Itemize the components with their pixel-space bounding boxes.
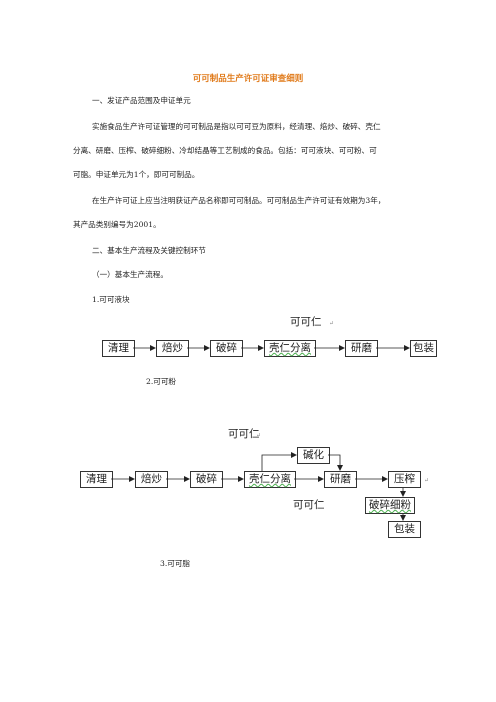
paragraph-1-line-2: 分离、研磨、压榨、破碎细粉、冷却结晶等工艺制成的食品。包括：可可液块、可可粉、可: [73, 146, 377, 155]
document-title: 可可制品生产许可证审查细则: [192, 74, 304, 84]
section-2-heading: 二、基本生产流程及关键控制环节: [92, 246, 206, 255]
flow2-step-grind: 研磨: [324, 471, 357, 488]
flow1-label-cocoa-nib: 可可仁: [290, 316, 322, 328]
flow2-step-alkalize: 碱化: [297, 447, 330, 464]
paragraph-mark-icon: ↵: [329, 320, 335, 327]
paragraph-1-line-1: 实施食品生产许可证管理的可可制品是指以可可豆为原料，经清理、焙炒、破碎、壳仁: [92, 122, 381, 131]
flow1-step-roast: 焙炒: [156, 340, 189, 357]
flow2-step-fine-grinding: 破碎细粉: [365, 497, 415, 514]
flow1-step-pack: 包装: [410, 340, 437, 357]
flow1-step-grind: 研磨: [345, 340, 378, 357]
flow2-label-cocoa-nib-top: 可可仁: [228, 428, 260, 440]
paragraph-1-line-3: 可脂。申证单元为1个，即可可制品。: [73, 170, 200, 179]
flow2-branch-down: [328, 454, 343, 471]
flow1-step-crush: 破碎: [210, 340, 243, 357]
flow2-step-clean: 清理: [80, 471, 113, 488]
flow1-step-shell-separation: 壳仁分离: [264, 340, 316, 357]
subsection-1-heading: （一）基本生产流程。: [92, 270, 168, 279]
paragraph-mark-icon: ↵: [424, 477, 430, 484]
flow2-branch-up: [261, 452, 297, 471]
flow2-label-cocoa-nib-bottom: 可可仁: [293, 499, 325, 511]
flow2-step-shell-separation: 壳仁分离: [244, 471, 296, 488]
paragraph-2-line-2: 其产品类别编号为2001。: [73, 220, 161, 229]
item-1-cocoa-liquor: 1.可可液块: [92, 295, 130, 304]
flow2-step-roast: 焙炒: [135, 471, 168, 488]
flow2-step-crush: 破碎: [190, 471, 223, 488]
flow2-step-press: 压榨: [388, 471, 421, 488]
paragraph-mark-icon: ↵: [256, 432, 262, 439]
item-3-cocoa-butter: 3.可可脂: [160, 559, 191, 568]
flow2-step-pack: 包装: [388, 521, 421, 538]
flow1-step-clean: 清理: [102, 340, 135, 357]
item-2-cocoa-powder: 2.可可粉: [146, 377, 177, 386]
paragraph-2-line-1: 在生产许可证上应当注明获证产品名称即可可制品。可可制品生产许可证有效期为3年，: [92, 196, 386, 205]
section-1-heading: 一、发证产品范围及申证单元: [92, 96, 191, 105]
